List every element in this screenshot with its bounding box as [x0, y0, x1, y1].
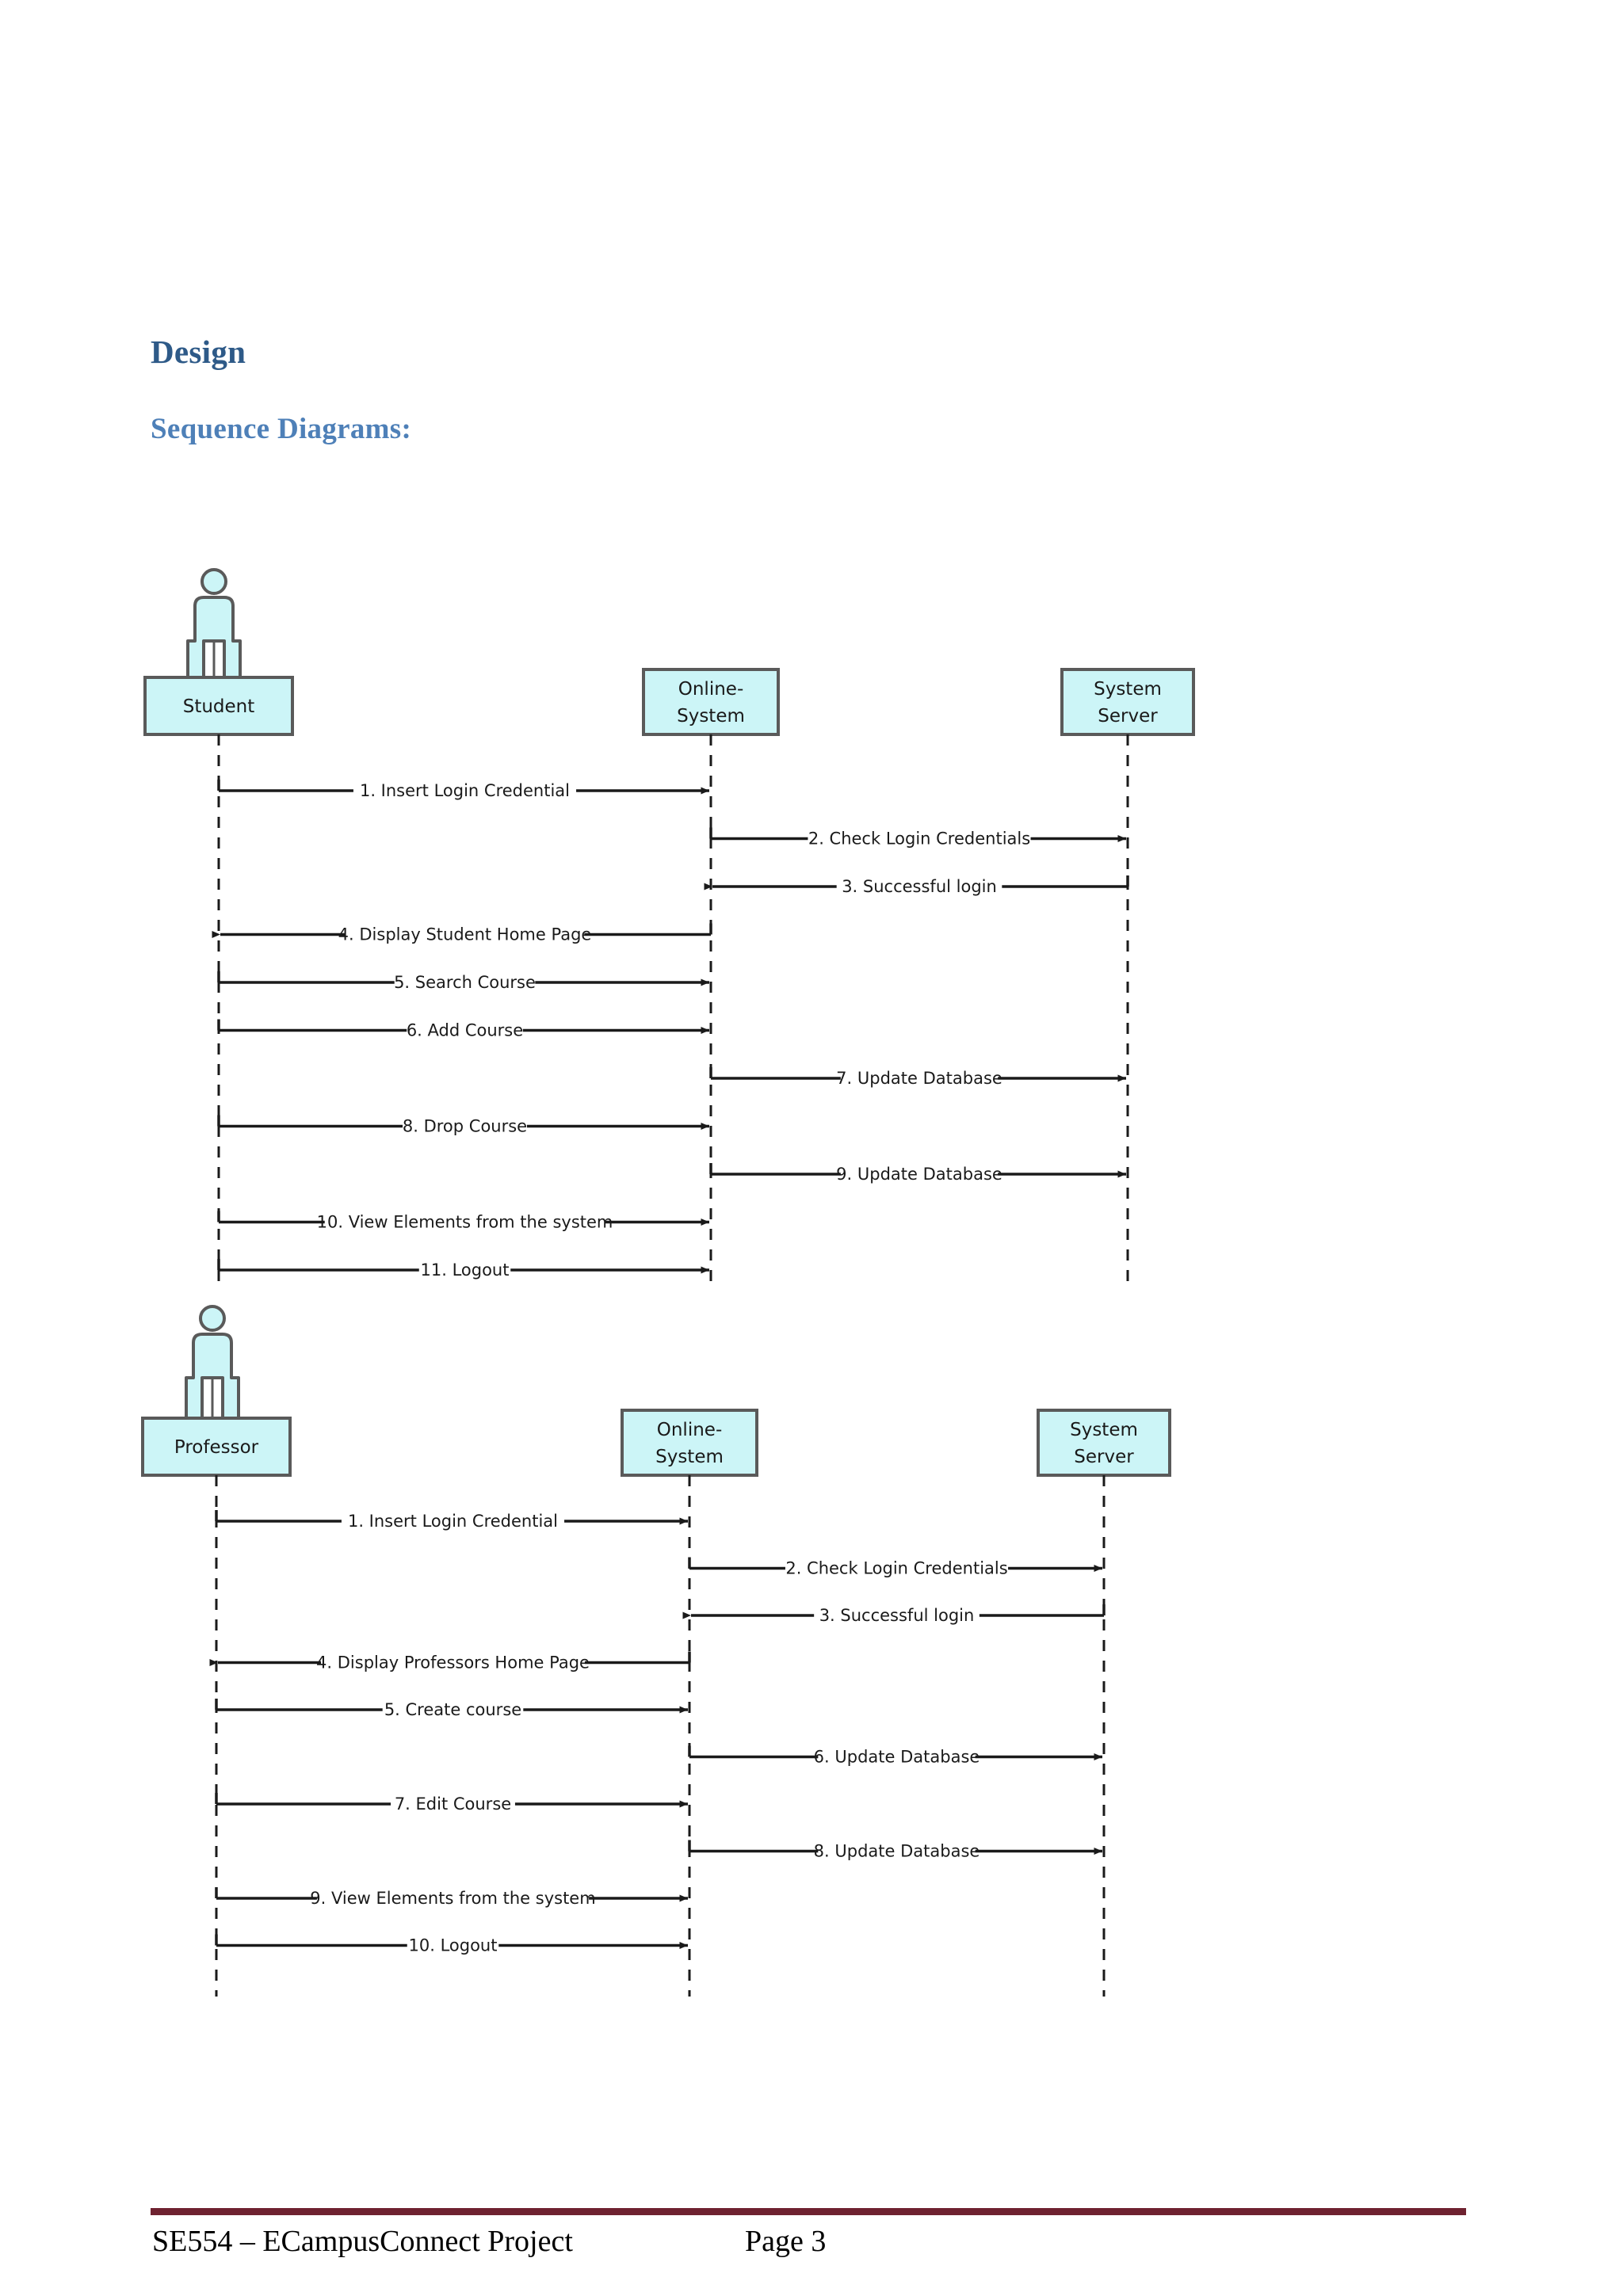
message-label: 8. Update Database [814, 1842, 980, 1861]
message-11: 11. Logout [217, 1259, 709, 1280]
lifeline-label: Online- [678, 679, 744, 700]
lifeline-label: Server [1098, 706, 1158, 727]
message-4: 4. Display Professors Home Page [209, 1651, 691, 1672]
lifeline-box-student: Student [143, 676, 294, 736]
message-label: 7. Update Database [836, 1069, 1002, 1088]
message-label: 5. Create course [384, 1700, 521, 1719]
message-label: 2. Check Login Credentials [808, 830, 1030, 849]
message-5: 5. Search Course [217, 971, 709, 992]
message-label: 7. Edit Course [395, 1794, 511, 1814]
message-6: 6. Add Course [217, 1019, 709, 1040]
message-5: 5. Create course [215, 1699, 688, 1719]
message-label: 8. Drop Course [403, 1117, 527, 1136]
message-9: 9. View Elements from the system [215, 1887, 688, 1908]
message-3: 3. Successful login [704, 875, 1129, 896]
message-label: 4. Display Student Home Page [338, 925, 592, 944]
actor-person-icon [185, 1305, 240, 1425]
message-label: 3. Successful login [842, 877, 997, 896]
section-subheading: Sequence Diagrams: [151, 413, 412, 445]
lifeline-label: System [1094, 679, 1162, 700]
message-label: 10. Logout [409, 1936, 498, 1955]
lifeline-label: Student [183, 696, 255, 717]
message-10: 10. View Elements from the system [217, 1211, 709, 1232]
message-2: 2. Check Login Credentials [709, 827, 1126, 849]
message-4: 4. Display Student Home Page [212, 923, 712, 944]
message-label: 9. View Elements from the system [310, 1889, 595, 1908]
message-label: 2. Check Login Credentials [785, 1559, 1007, 1578]
message-label: 1. Insert Login Credential [360, 781, 570, 800]
lifeline-label: Professor [174, 1437, 259, 1458]
message-label: 6. Update Database [814, 1748, 980, 1767]
message-6: 6. Update Database [688, 1745, 1102, 1767]
message-2: 2. Check Login Credentials [688, 1557, 1102, 1578]
message-label: 3. Successful login [819, 1606, 975, 1625]
lifeline-label: System [677, 706, 745, 727]
message-label: 5. Search Course [394, 973, 536, 992]
footer-project-label: SE554 – ECampusConnect Project [152, 2225, 573, 2258]
message-label: 1. Insert Login Credential [348, 1512, 558, 1531]
actor-person-icon [186, 568, 242, 688]
message-8: 8. Drop Course [217, 1115, 709, 1136]
lifeline-box-online-system: Online- System [642, 668, 780, 736]
message-label: 6. Add Course [407, 1021, 523, 1040]
message-7: 7. Update Database [709, 1067, 1126, 1088]
message-10: 10. Logout [215, 1934, 688, 1955]
message-1: 1. Insert Login Credential [217, 780, 709, 800]
message-label: 11. Logout [421, 1261, 510, 1280]
footer-page-number: Page 3 [745, 2225, 827, 2258]
message-label: 9. Update Database [836, 1165, 1002, 1184]
message-9: 9. Update Database [709, 1163, 1126, 1184]
message-3: 3. Successful login [682, 1604, 1106, 1625]
lifeline-box-professor: Professor [141, 1417, 292, 1477]
message-7: 7. Edit Course [215, 1793, 688, 1814]
lifeline-label: System [1070, 1420, 1138, 1440]
lifeline-label: System [655, 1447, 724, 1467]
lifeline-box-online-system: Online- System [621, 1409, 758, 1477]
footer-divider [151, 2208, 1466, 2215]
message-label: 10. View Elements from the system [317, 1213, 613, 1232]
message-1: 1. Insert Login Credential [215, 1510, 688, 1531]
lifeline-label: Server [1074, 1447, 1134, 1467]
lifeline-label: Online- [657, 1420, 723, 1440]
page-title: Design [151, 334, 246, 370]
message-8: 8. Update Database [688, 1840, 1102, 1861]
message-label: 4. Display Professors Home Page [316, 1653, 590, 1672]
